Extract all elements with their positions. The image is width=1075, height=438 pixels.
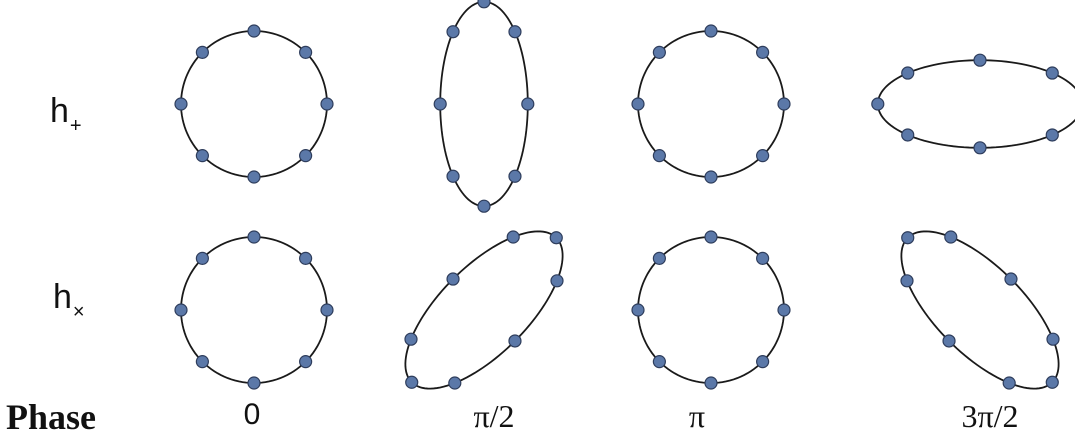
test-particle bbox=[300, 252, 312, 264]
particle-ring bbox=[632, 25, 790, 183]
phase-value-pi-half: π/2 bbox=[473, 398, 514, 435]
test-particle bbox=[1005, 273, 1017, 285]
test-particle bbox=[1046, 376, 1058, 388]
phase-value-0: 0 bbox=[244, 398, 261, 432]
test-particle bbox=[705, 377, 717, 389]
test-particle bbox=[653, 46, 665, 58]
test-particle bbox=[300, 150, 312, 162]
particle-ring bbox=[175, 231, 333, 389]
test-particle bbox=[902, 129, 914, 141]
test-particle bbox=[321, 98, 333, 110]
particle-ring bbox=[175, 25, 333, 183]
test-particle bbox=[447, 170, 459, 182]
test-particle bbox=[447, 273, 459, 285]
test-particle bbox=[509, 170, 521, 182]
test-particle bbox=[550, 232, 562, 244]
test-particle bbox=[1003, 377, 1015, 389]
test-particle bbox=[522, 98, 534, 110]
particle-ring bbox=[872, 54, 1075, 154]
ring-outline bbox=[405, 231, 562, 388]
ring-outline bbox=[901, 231, 1058, 388]
test-particle bbox=[478, 200, 490, 212]
test-particle bbox=[1046, 67, 1058, 79]
test-particle bbox=[757, 46, 769, 58]
test-particle bbox=[974, 142, 986, 154]
test-particle bbox=[196, 252, 208, 264]
test-particle bbox=[405, 333, 417, 345]
test-particle bbox=[757, 356, 769, 368]
test-particle bbox=[632, 304, 644, 316]
test-particle bbox=[945, 231, 957, 243]
test-particle bbox=[248, 171, 260, 183]
test-particle bbox=[653, 252, 665, 264]
phase-value-three-pi-half: 3π/2 bbox=[961, 398, 1018, 435]
test-particle bbox=[434, 98, 446, 110]
test-particle bbox=[778, 304, 790, 316]
test-particle bbox=[653, 150, 665, 162]
test-particle bbox=[757, 252, 769, 264]
test-particle bbox=[175, 304, 187, 316]
test-particle bbox=[902, 232, 914, 244]
row-label-h-plus: h+ bbox=[50, 92, 82, 131]
test-particle bbox=[902, 67, 914, 79]
test-particle bbox=[778, 98, 790, 110]
test-particle bbox=[478, 0, 490, 8]
row-label-h-cross: h× bbox=[53, 278, 85, 317]
test-particle bbox=[551, 275, 563, 287]
test-particle bbox=[653, 356, 665, 368]
test-particle bbox=[300, 46, 312, 58]
test-particle bbox=[248, 25, 260, 37]
test-particle bbox=[321, 304, 333, 316]
test-particle bbox=[509, 26, 521, 38]
row-label-main: h bbox=[50, 92, 69, 130]
row-label-main: h bbox=[53, 278, 72, 316]
row-label-subscript: × bbox=[73, 301, 85, 323]
test-particle bbox=[901, 275, 913, 287]
particle-ring bbox=[405, 231, 563, 389]
test-particle bbox=[705, 25, 717, 37]
test-particle bbox=[509, 335, 521, 347]
test-particle bbox=[447, 26, 459, 38]
test-particle bbox=[196, 150, 208, 162]
row-label-subscript: + bbox=[70, 115, 82, 137]
test-particle bbox=[757, 150, 769, 162]
test-particle bbox=[943, 335, 955, 347]
test-particle bbox=[1046, 129, 1058, 141]
test-particle bbox=[705, 171, 717, 183]
particle-ring bbox=[434, 0, 534, 212]
test-particle bbox=[507, 231, 519, 243]
test-particle bbox=[196, 356, 208, 368]
test-particle bbox=[248, 377, 260, 389]
phase-axis-label: Phase bbox=[6, 396, 96, 438]
test-particle bbox=[974, 54, 986, 66]
test-particle bbox=[175, 98, 187, 110]
phase-value-pi: π bbox=[689, 398, 705, 435]
test-particle bbox=[632, 98, 644, 110]
test-particle bbox=[196, 46, 208, 58]
particle-ring bbox=[901, 231, 1059, 389]
test-particle bbox=[872, 98, 884, 110]
test-particle bbox=[248, 231, 260, 243]
particle-ring bbox=[632, 231, 790, 389]
test-particle bbox=[449, 377, 461, 389]
test-particle bbox=[1047, 333, 1059, 345]
test-particle bbox=[705, 231, 717, 243]
test-particle bbox=[300, 356, 312, 368]
test-particle bbox=[406, 376, 418, 388]
